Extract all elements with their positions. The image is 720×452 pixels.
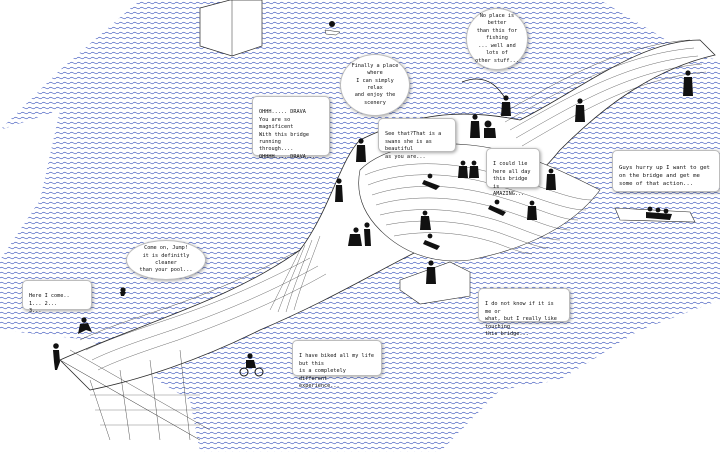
bubble-touching: I do not know if it is me or what, but I… (478, 288, 570, 337)
bubble-relax: Finally a place where I can simply relax… (340, 54, 410, 116)
bubble-drava-text: OHHH..... DRAVA You are so magnificent W… (259, 109, 316, 160)
tower-building (199, 0, 263, 57)
people (53, 70, 693, 377)
bubble-touching-text: I do not know if it is me or what, but I… (485, 301, 557, 338)
bubble-swans-text: See that?That is a swans she is as beaut… (385, 131, 442, 160)
bubble-biked-text: I have biked all my life but this is a c… (299, 353, 374, 390)
bottom-right-bank (440, 300, 720, 452)
bubble-hurry: Guys hurry up I want to get on the bridg… (612, 150, 720, 192)
bubble-relax-text: Finally a place where I can simply relax… (351, 62, 399, 106)
bottom-left-bank (0, 330, 200, 452)
bubble-fishing: No place is better than this for fishing… (466, 8, 528, 70)
bubble-lie-here: I could lie here all day this bridge is … (486, 148, 540, 197)
left-bank (0, 110, 60, 260)
bubble-here-i-come: Here I come.. 1... 2... 3... (22, 280, 92, 314)
swimmer-left (120, 287, 126, 296)
bubble-here-i-come-text: Here I come.. 1... 2... 3... (29, 293, 70, 315)
swimmer-top (324, 21, 341, 36)
bubble-jump: Come on, Jump! it is definitly cleaner t… (126, 240, 206, 280)
bubble-fishing-text: No place is better than this for fishing… (475, 13, 519, 64)
bubble-biked: I have biked all my life but this is a c… (292, 340, 382, 389)
bubble-hurry-text: Guys hurry up I want to get on the bridg… (619, 165, 710, 187)
bubble-swans: See that?That is a swans she is as beaut… (378, 118, 456, 160)
bubble-lie-here-text: I could lie here all day this bridge is … (493, 161, 531, 198)
bubble-jump-text: Come on, Jump! it is definitly cleaner t… (139, 245, 193, 274)
bubble-drava: OHHH..... DRAVA You are so magnificent W… (252, 96, 330, 160)
top-left-bank (0, 0, 140, 130)
